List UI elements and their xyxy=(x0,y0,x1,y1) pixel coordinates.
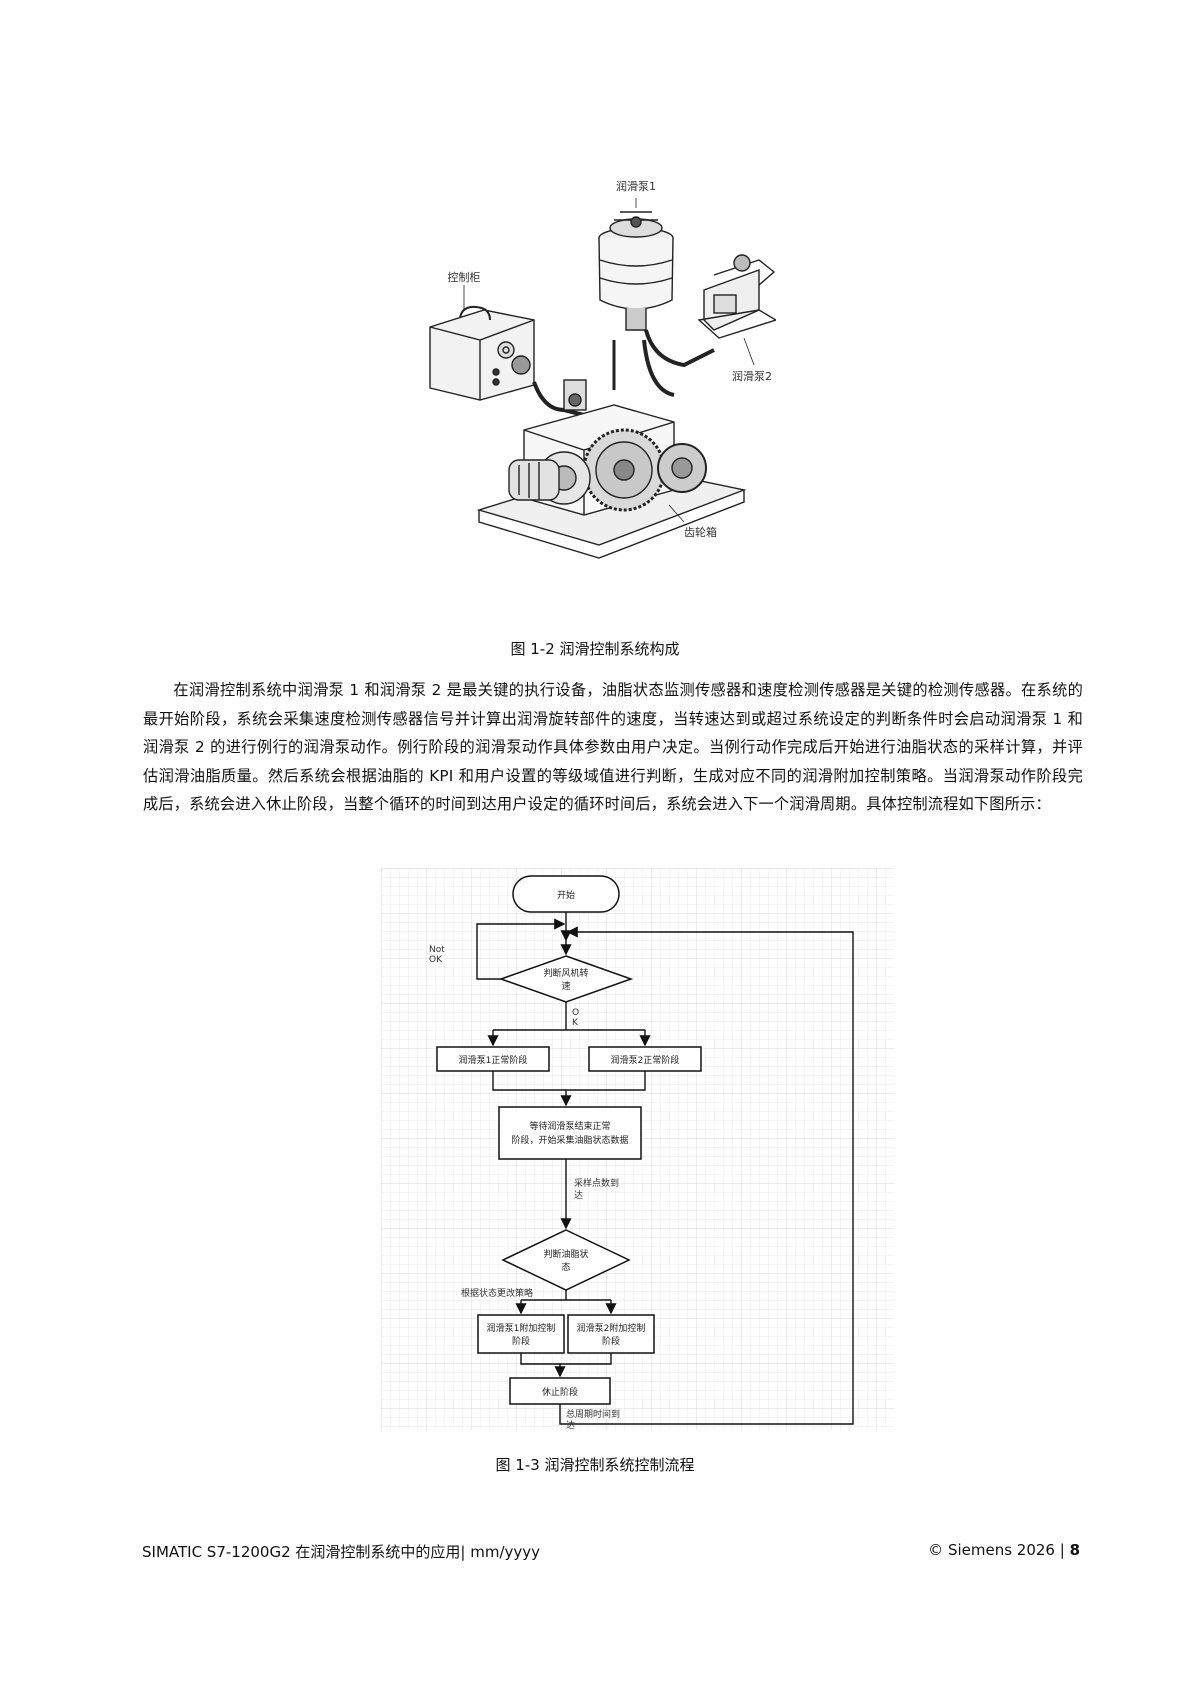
footer-copyright-text: © Siemens 2026 | xyxy=(928,1541,1070,1559)
figure1-caption: 图 1-2 润滑控制系统构成 xyxy=(510,640,680,658)
cabinet-label: 控制柜 xyxy=(448,270,481,284)
pipe-lines xyxy=(644,329,715,368)
decision1-label-line2: 速 xyxy=(561,981,570,992)
decision2-label-line2: 态 xyxy=(561,1261,570,1273)
not-ok-label-line2: OK xyxy=(429,955,443,965)
decision2-label-line1: 判断油脂状 xyxy=(543,1248,588,1260)
pump2-extra-line1: 润滑泵2附加控制 xyxy=(577,1322,646,1334)
rest-label: 休止阶段 xyxy=(542,1386,578,1398)
lubrication-system-illustration: 润滑泵1 控制柜 润滑泵2 齿轮箱 xyxy=(414,160,776,612)
pump2-extra-line2: 阶段 xyxy=(602,1335,620,1347)
cycle-reached-line1: 总周期时间到 xyxy=(566,1408,620,1420)
pump1-extra-line2: 阶段 xyxy=(512,1335,530,1347)
decision1-label-line1: 判断风机转 xyxy=(543,967,588,979)
system-drawing: 润滑泵1 控制柜 润滑泵2 齿轮箱 xyxy=(429,179,776,559)
page-number: 8 xyxy=(1069,1541,1080,1559)
gearbox-label: 齿轮箱 xyxy=(684,525,717,539)
wait-label-line1: 等待润滑泵结束正常 xyxy=(529,1120,610,1132)
sample-reached-line2: 达 xyxy=(574,1189,583,1201)
sample-reached-line1: 采样点数到 xyxy=(574,1177,619,1189)
footer-document-title: SIMATIC S7-1200G2 在润滑控制系统中的应用| mm/yyyy xyxy=(142,1543,541,1561)
wait-sampling-node xyxy=(498,1106,642,1160)
pump1-normal-node xyxy=(436,1046,550,1072)
pump2-label: 润滑泵2 xyxy=(732,369,772,383)
footer-copyright: © Siemens 2026 | 8 xyxy=(928,1541,1080,1559)
start-label: 开始 xyxy=(557,889,575,901)
pump2-extra-node xyxy=(567,1314,655,1354)
control-cabinet-shape xyxy=(429,309,535,401)
strategy-label: 根据状态更改策略 xyxy=(461,1287,533,1299)
not-ok-label-line1: Not xyxy=(429,945,445,955)
flowchart-drawing: 开始 判断风机转 速 Not OK O K 润滑泵1正常阶段 润滑泵2正常阶段 … xyxy=(381,868,894,1430)
pump1-extra-line1: 润滑泵1附加控制 xyxy=(487,1322,556,1334)
pump2-normal-label: 润滑泵2正常阶段 xyxy=(611,1054,680,1066)
wait-label-line2: 阶段，开始采集油脂状态数据 xyxy=(511,1134,628,1146)
pump1-extra-node xyxy=(477,1314,565,1354)
figure2-caption: 图 1-3 润滑控制系统控制流程 xyxy=(495,1456,695,1474)
pump1-label: 润滑泵1 xyxy=(616,179,656,193)
control-flowchart: 开始 判断风机转 速 Not OK O K 润滑泵1正常阶段 润滑泵2正常阶段 … xyxy=(381,868,894,1430)
cycle-reached-line2: 达 xyxy=(566,1419,575,1430)
ok-label-line1: O xyxy=(572,1008,579,1018)
ok-label-line2: K xyxy=(572,1018,579,1028)
pump1-normal-label: 润滑泵1正常阶段 xyxy=(459,1054,528,1066)
body-paragraph: 在润滑控制系统中润滑泵 1 和润滑泵 2 是最关键的执行设备，油脂状态监测传感器… xyxy=(143,681,1083,813)
